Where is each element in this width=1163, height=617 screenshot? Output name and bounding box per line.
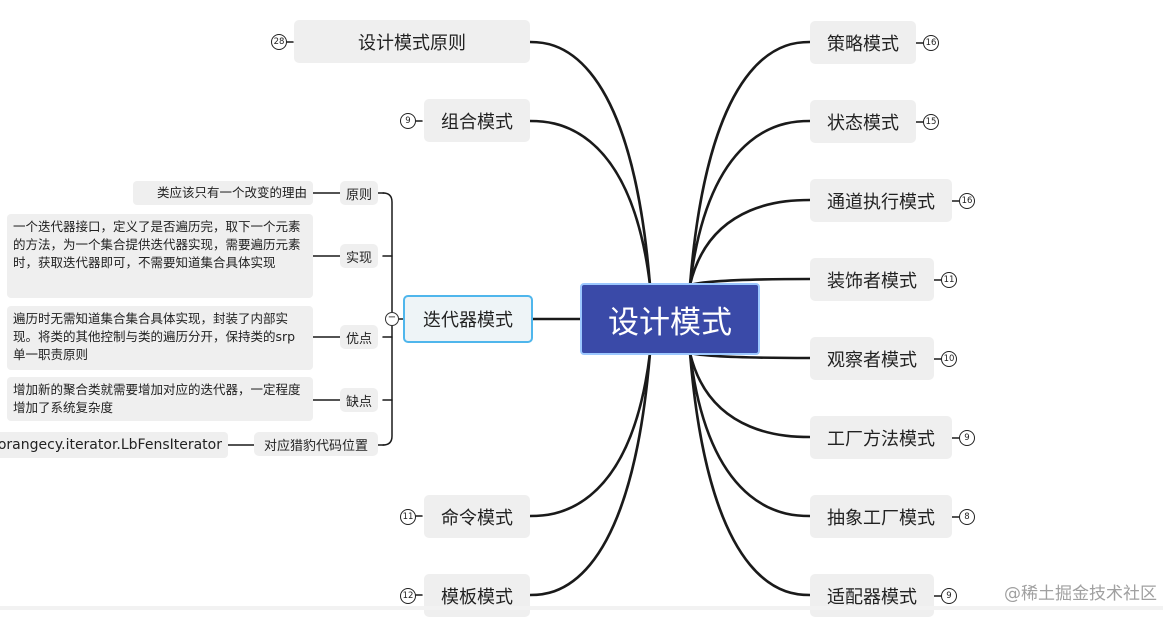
branch-label: 适配器模式 bbox=[827, 586, 917, 608]
detail-text: 一个迭代器接口，定义了是否遍历完，取下一个元素的方法，为一个集合提供迭代器实现，… bbox=[13, 219, 301, 270]
iterator-bracket-down bbox=[382, 318, 393, 446]
branch-label: 迭代器模式 bbox=[423, 310, 513, 331]
branch-pipeline[interactable]: 通道执行模式 bbox=[810, 179, 952, 222]
connector-right bbox=[688, 119, 812, 287]
branch-state[interactable]: 状态模式 bbox=[810, 100, 916, 143]
iterator-child-implementation[interactable]: 实现 bbox=[340, 244, 378, 268]
connector-left bbox=[528, 351, 652, 597]
branch-decorator[interactable]: 装饰者模式 bbox=[810, 258, 934, 301]
detail-text: m.orangecy.iterator.LbFensIterator bbox=[0, 437, 222, 453]
iterator-child-principle[interactable]: 原则 bbox=[340, 181, 378, 205]
count-badge[interactable]: 16 bbox=[923, 35, 939, 51]
iterator-code-location-detail[interactable]: m.orangecy.iterator.LbFensIterator bbox=[0, 432, 228, 458]
child-label: 实现 bbox=[345, 250, 372, 266]
count-badge[interactable]: 10 bbox=[941, 351, 957, 367]
iterator-child-code-location[interactable]: 对应猎豹代码位置 bbox=[254, 432, 378, 456]
branch-label: 通道执行模式 bbox=[827, 191, 935, 213]
connector-right bbox=[688, 198, 812, 287]
branch-label: 装饰者模式 bbox=[827, 270, 917, 292]
watermark: @稀土掘金技术社区 bbox=[1004, 584, 1157, 604]
connector-left bbox=[528, 119, 652, 287]
count-badge[interactable]: 9 bbox=[941, 588, 957, 604]
branch-composite[interactable]: 组合模式 bbox=[424, 99, 530, 142]
branch-label: 工厂方法模式 bbox=[827, 428, 935, 450]
child-label: 原则 bbox=[345, 187, 372, 203]
branch-label: 组合模式 bbox=[441, 111, 513, 133]
branch-adapter[interactable]: 适配器模式 bbox=[810, 574, 934, 617]
branch-label: 策略模式 bbox=[827, 33, 899, 55]
detail-text: 增加新的聚合类就需要增加对应的迭代器，一定程度增加了系统复杂度 bbox=[13, 382, 301, 415]
detail-text: 遍历时无需知道集合集合具体实现，封装了内部实现。将类的其他控制与类的遍历分开，保… bbox=[13, 311, 296, 362]
bottom-scroll-strip bbox=[0, 606, 1163, 610]
branch-strategy[interactable]: 策略模式 bbox=[810, 21, 916, 64]
connector-right bbox=[688, 40, 812, 287]
connector-left bbox=[528, 351, 652, 518]
iterator-pros-detail[interactable]: 遍历时无需知道集合集合具体实现，封装了内部实现。将类的其他控制与类的遍历分开，保… bbox=[7, 306, 313, 370]
branch-label: 模板模式 bbox=[441, 586, 513, 608]
branch-label: 设计模式原则 bbox=[358, 32, 466, 54]
iterator-child-pros[interactable]: 优点 bbox=[340, 325, 378, 349]
branch-template[interactable]: 模板模式 bbox=[424, 574, 530, 617]
count-badge[interactable]: 8 bbox=[959, 509, 975, 525]
connector-right bbox=[688, 351, 812, 597]
count-badge[interactable]: 9 bbox=[959, 430, 975, 446]
count-badge[interactable]: 11 bbox=[941, 272, 957, 288]
branch-iterator[interactable]: 迭代器模式 bbox=[403, 295, 533, 343]
collapse-toggle-icon[interactable]: − bbox=[385, 312, 399, 326]
detail-text: 类应该只有一个改变的理由 bbox=[156, 185, 307, 200]
connector-right bbox=[688, 351, 812, 439]
branch-factory-method[interactable]: 工厂方法模式 bbox=[810, 416, 952, 459]
count-badge[interactable]: 15 bbox=[923, 114, 939, 130]
iterator-cons-detail[interactable]: 增加新的聚合类就需要增加对应的迭代器，一定程度增加了系统复杂度 bbox=[7, 377, 313, 421]
child-label: 缺点 bbox=[345, 394, 372, 410]
connector-left bbox=[528, 40, 652, 287]
child-label: 对应猎豹代码位置 bbox=[263, 438, 368, 454]
connector-right bbox=[688, 351, 812, 518]
branch-abstract-factory[interactable]: 抽象工厂模式 bbox=[810, 495, 952, 538]
branch-label: 状态模式 bbox=[827, 112, 899, 134]
count-badge[interactable]: 16 bbox=[959, 193, 975, 209]
count-badge[interactable]: 12 bbox=[400, 588, 416, 604]
count-badge[interactable]: 9 bbox=[400, 113, 416, 129]
central-topic-label: 设计模式 bbox=[608, 304, 732, 341]
count-badge[interactable]: 11 bbox=[400, 509, 416, 525]
branch-label: 抽象工厂模式 bbox=[827, 507, 935, 529]
branch-design-principles[interactable]: 设计模式原则 bbox=[294, 20, 530, 63]
iterator-bracket-up bbox=[382, 192, 393, 320]
child-label: 优点 bbox=[345, 331, 372, 347]
iterator-child-cons[interactable]: 缺点 bbox=[340, 388, 378, 412]
branch-observer[interactable]: 观察者模式 bbox=[810, 337, 934, 380]
count-badge[interactable]: 28 bbox=[271, 34, 287, 50]
branch-label: 命令模式 bbox=[441, 507, 513, 529]
central-topic[interactable]: 设计模式 bbox=[580, 283, 760, 355]
branch-label: 观察者模式 bbox=[827, 349, 917, 371]
iterator-implementation-detail[interactable]: 一个迭代器接口，定义了是否遍历完，取下一个元素的方法，为一个集合提供迭代器实现，… bbox=[7, 214, 313, 298]
branch-command[interactable]: 命令模式 bbox=[424, 495, 530, 538]
iterator-principle-detail[interactable]: 类应该只有一个改变的理由 bbox=[133, 181, 313, 205]
